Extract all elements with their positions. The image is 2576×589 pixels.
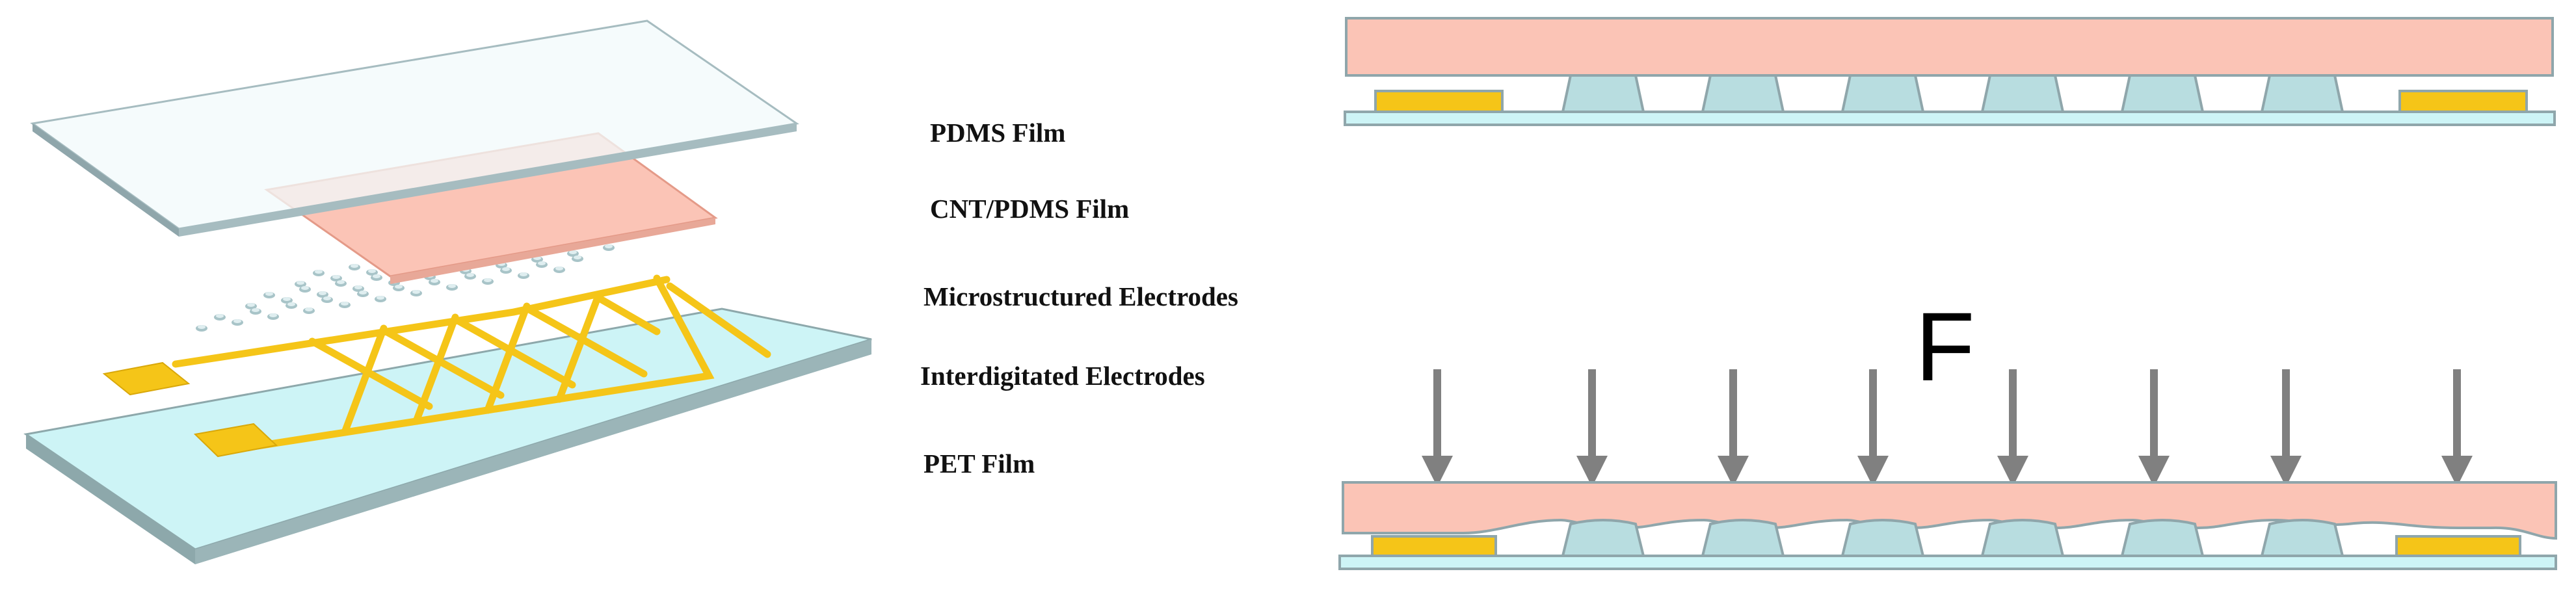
label-cnt-pdms-film: CNT/PDMS Film — [930, 194, 1129, 224]
contact-pad — [102, 361, 191, 396]
microstructure-dot — [299, 286, 311, 293]
electrode-pad — [2395, 535, 2521, 557]
pet-layer — [1338, 555, 2557, 570]
microstructure-dot — [267, 313, 279, 320]
microstructure-dot — [214, 314, 226, 321]
microstructure-dot — [285, 302, 297, 309]
microstructure — [2260, 74, 2344, 113]
label-interdigitated-electrodes: Interdigitated Electrodes — [920, 361, 1205, 391]
microstructure-dot — [375, 296, 386, 302]
microstructure-dot — [446, 284, 458, 291]
contact-pad — [193, 423, 278, 458]
microstructure-dot — [303, 308, 315, 314]
pet-layer — [1344, 111, 2556, 126]
microstructure-dot — [371, 274, 382, 281]
microstructure — [1980, 519, 2065, 557]
cnt-pdms-layer — [1345, 17, 2554, 77]
microstructure-dot — [321, 296, 333, 303]
microstructure-dot — [410, 290, 422, 296]
cnt-pdms-layer-deformed — [1342, 481, 2557, 540]
microstructure-dot — [553, 267, 565, 273]
microstructure-dot — [536, 261, 548, 268]
microstructure — [1980, 74, 2065, 113]
microstructure-dot — [232, 319, 243, 326]
microstructure-dot — [464, 273, 476, 280]
microstructure-dot — [250, 308, 261, 315]
microstructure — [1561, 74, 1645, 113]
microstructure-dot — [349, 264, 360, 270]
label-pdms-film: PDMS Film — [930, 118, 1065, 148]
interdigitated-electrodes-layer — [172, 274, 771, 452]
exploded-view: PDMS Film CNT/PDMS Film Microstructured … — [23, 20, 1238, 564]
pdms-film-layer — [30, 20, 799, 237]
microstructure-dot — [572, 255, 583, 262]
cross-section-pressed — [1338, 369, 2557, 570]
label-pet-film: PET Film — [923, 449, 1035, 478]
microstructure — [2120, 74, 2205, 113]
microstructure — [1561, 519, 1645, 557]
microstructure — [1840, 74, 1925, 113]
microstructure — [2120, 519, 2205, 557]
cross-section-unloaded — [1344, 17, 2556, 126]
microstructure-dot — [196, 325, 207, 332]
microstructure-dot — [518, 272, 529, 279]
microstructure-dot — [500, 267, 512, 274]
microstructure — [2260, 519, 2344, 557]
microstructure-dot — [393, 285, 405, 291]
microstructure-dot — [339, 302, 351, 308]
microstructure-dot — [313, 270, 325, 276]
electrode-pad — [1371, 535, 1497, 557]
microstructure-dot — [603, 244, 615, 251]
label-microstructured-electrodes: Microstructured Electrodes — [923, 281, 1238, 311]
microstructure — [1701, 74, 1785, 113]
microstructure — [1840, 519, 1925, 557]
electrode-pad — [2398, 90, 2528, 113]
microstructure-dot — [429, 279, 440, 285]
pet-film-layer — [23, 308, 872, 564]
force-label: F — [1915, 292, 1975, 401]
microstructure — [1701, 519, 1785, 557]
microstructure-dot — [482, 278, 494, 285]
microstructure-dot — [357, 291, 369, 297]
microstructure-dot — [263, 292, 275, 298]
electrode-pad — [1374, 90, 1504, 113]
microstructure-dot — [335, 280, 347, 287]
